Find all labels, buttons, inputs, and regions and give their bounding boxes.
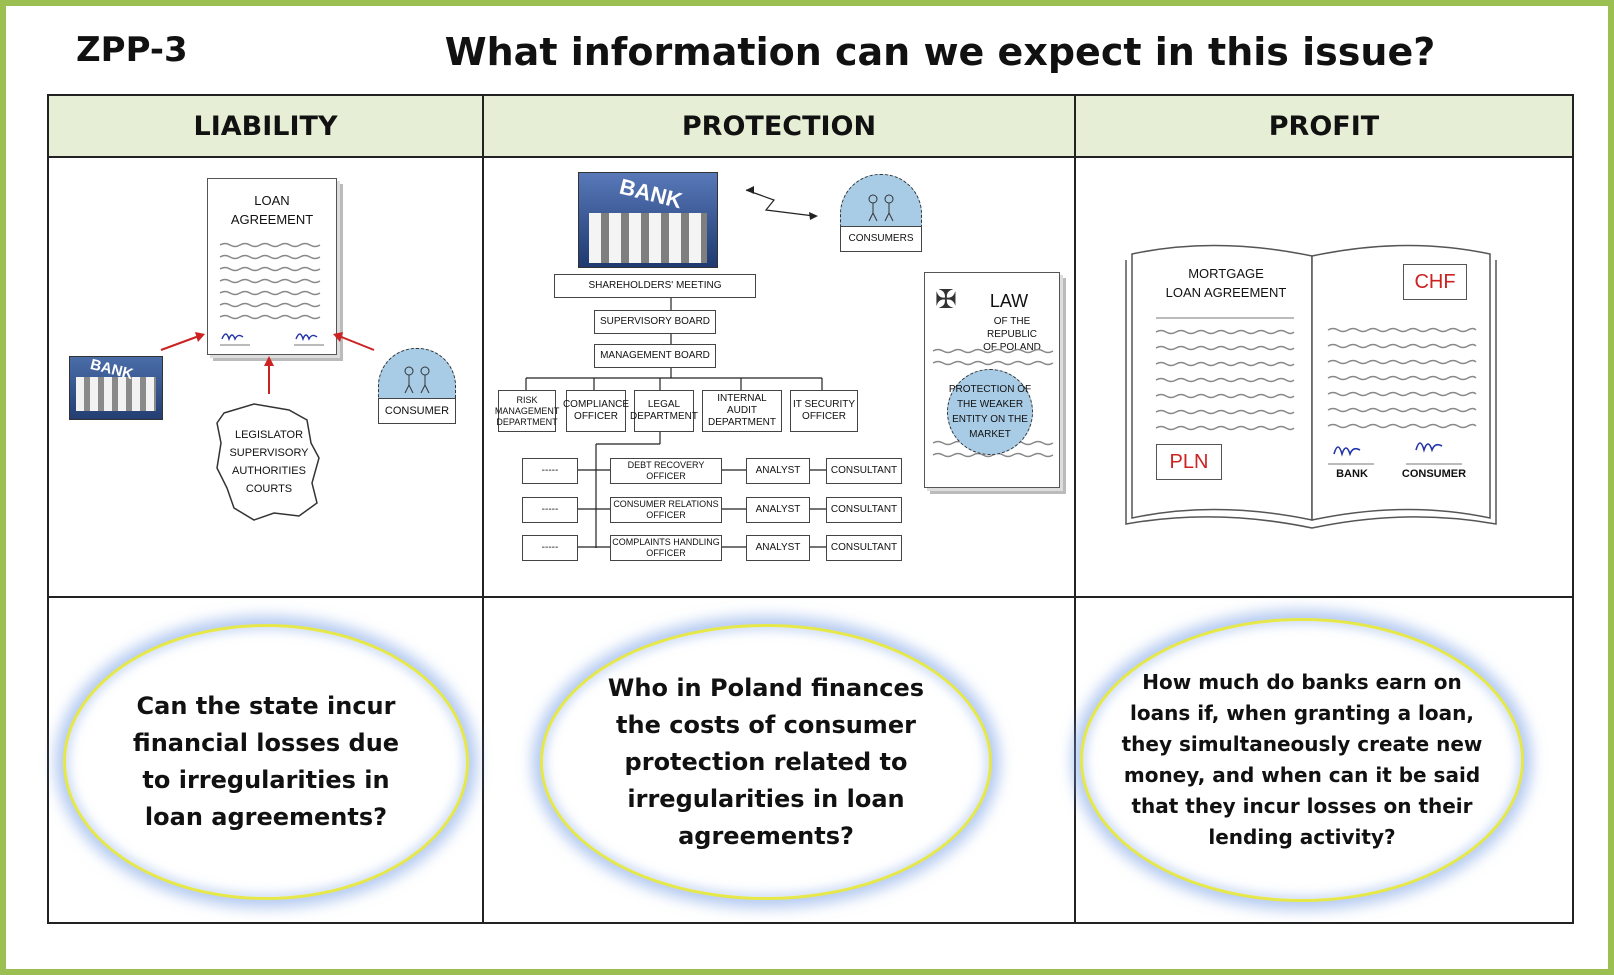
dept-risk-management: RISK MANAGEMENT DEPARTMENT [495,390,559,432]
law-title: LAW [989,291,1029,311]
issue-grid: LIABILITY PROTECTION PROFIT LOAN AGREEME… [47,94,1574,924]
bank-building-icon: BANK [578,172,718,268]
eagle-emblem-icon: ✠ [935,285,957,315]
profit-question-bubble: How much do banks earn on loans if, when… [1080,618,1524,902]
org-row-left: ----- [522,497,578,523]
shareholders-meeting-box: SHAREHOLDERS' MEETING [554,274,756,298]
weaker-entity-protection-circle: PROTECTION OF THE WEAKER ENTITY ON THE M… [947,369,1033,455]
column-header-liability: LIABILITY [47,94,484,158]
scribble-text-icon [219,242,324,346]
consumers-icon [840,174,922,228]
column-header-protection: PROTECTION [482,94,1076,158]
doc-title-line1: LOAN [254,193,290,208]
consumer-icon [378,348,456,400]
org-row-left: ----- [522,535,578,561]
dept-it-security: IT SECURITY OFFICER [790,390,858,432]
org-row-analyst: ANALYST [746,497,810,523]
currency-chf-badge: CHF [1403,264,1467,300]
org-chart-connectors [525,186,826,548]
protection-question-text: Who in Poland finances the costs of cons… [607,673,925,850]
org-row-officer: DEBT RECOVERY OFFICER [610,458,722,484]
dept-compliance-officer: COMPLIANCE OFFICER [563,390,629,432]
profit-question-cell: How much do banks earn on loans if, when… [1074,596,1574,924]
org-row-left: ----- [522,458,578,484]
supervisory-board-box: SUPERVISORY BOARD [594,310,716,334]
org-row-consultant: CONSULTANT [826,497,902,523]
protection-illustration: BANK [482,156,1076,598]
protection-question-bubble: Who in Poland finances the costs of cons… [540,624,992,900]
open-book-icon [1125,244,1497,529]
org-row-consultant: CONSULTANT [826,458,902,484]
org-row-officer: COMPLAINTS HANDLING OFFICER [610,535,722,561]
map-labels: LEGISLATOR SUPERVISORY AUTHORITIES COURT… [229,429,309,495]
bank-building-icon: BANK [69,356,163,420]
dept-internal-audit: INTERNAL AUDIT DEPARTMENT [702,390,782,432]
dept-legal: LEGAL DEPARTMENT [630,390,698,432]
liability-question-text: Can the state incur financial losses due… [132,692,400,831]
page-code: ZPP-3 [76,30,188,70]
sign-consumer-label: CONSUMER [1401,468,1467,480]
management-board-box: MANAGEMENT BOARD [594,344,716,368]
liability-question-bubble: Can the state incur financial losses due… [63,624,469,900]
org-row-analyst: ANALYST [746,458,810,484]
page-title: What information can we expect in this i… [444,30,1436,74]
liability-question-cell: Can the state incur financial losses due… [47,596,484,924]
profit-question-text: How much do banks earn on loans if, when… [1121,670,1483,849]
loan-agreement-document: LOAN AGREEMENT [207,178,337,355]
sign-bank-label: BANK [1336,468,1368,480]
doc-title-line2: AGREEMENT [230,212,314,227]
liability-illustration: LOAN AGREEMENT [47,156,484,598]
consumer-label: CONSUMER [378,398,456,424]
protection-question-cell: Who in Poland finances the costs of cons… [482,596,1076,924]
org-row-consultant: CONSULTANT [826,535,902,561]
org-row-officer: CONSUMER RELATIONS OFFICER [610,497,722,523]
column-header-profit: PROFIT [1074,94,1574,158]
liability-arrows [160,332,375,521]
currency-pln-badge: PLN [1156,444,1222,480]
org-row-analyst: ANALYST [746,535,810,561]
poland-map-icon [216,403,320,521]
consumers-label: CONSUMERS [840,226,922,252]
